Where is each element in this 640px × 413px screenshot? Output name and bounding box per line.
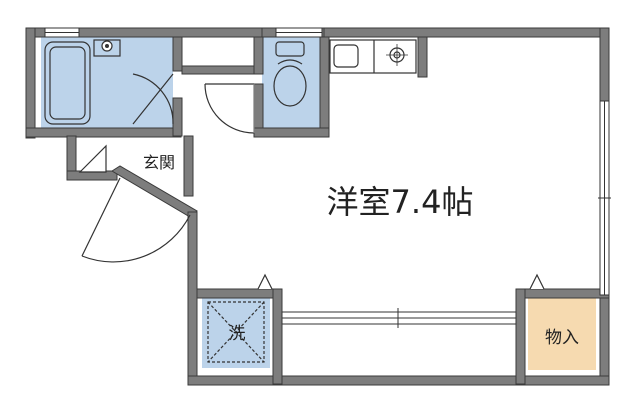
wall-washer-right — [272, 288, 283, 385]
wall-bath-bottom — [25, 127, 182, 138]
wall-toilet-left-top — [253, 36, 264, 75]
wall-entry-right — [183, 135, 194, 197]
wall-ledge — [181, 65, 257, 75]
washer-marker — [257, 273, 273, 290]
front-door — [81, 177, 191, 263]
storage-label: 物入 — [545, 328, 579, 348]
wall-bath-right-lower — [172, 97, 183, 137]
entrance-label: 玄関 — [143, 153, 175, 172]
windows — [44, 27, 611, 328]
washer-label: 洗 — [229, 324, 246, 344]
fixtures — [44, 39, 417, 363]
western-room-label: 洋室7.4帖 — [327, 183, 474, 221]
wall-bottom — [187, 375, 610, 386]
walls — [25, 27, 610, 386]
wall-bath-right — [172, 36, 183, 72]
wall-storage-top — [515, 288, 610, 299]
toilet-icon — [273, 41, 307, 107]
entrance-step — [78, 144, 107, 173]
wall-toilet-bottom — [253, 127, 330, 138]
wall-right-bottom — [599, 294, 610, 386]
washer-floor — [202, 298, 270, 368]
wall-entry-diagonal — [111, 165, 198, 218]
sink-icon — [93, 39, 121, 57]
wall-kitchen-stub — [417, 36, 428, 78]
toilet-door — [204, 83, 255, 134]
storage-floor — [528, 292, 596, 370]
wall-right-top — [599, 27, 610, 102]
wall-toilet-right — [319, 36, 330, 137]
washer-drain-icon — [207, 301, 265, 363]
wall-left-lower — [187, 211, 198, 385]
wall-top-right — [321, 27, 608, 38]
storage-marker — [529, 273, 545, 290]
stove-burner-icon — [386, 44, 408, 66]
wall-left — [25, 27, 36, 139]
wall-storage-left — [515, 288, 526, 385]
bathroom-door — [132, 73, 174, 125]
wall-washer-top — [196, 288, 283, 299]
doors — [78, 73, 545, 290]
